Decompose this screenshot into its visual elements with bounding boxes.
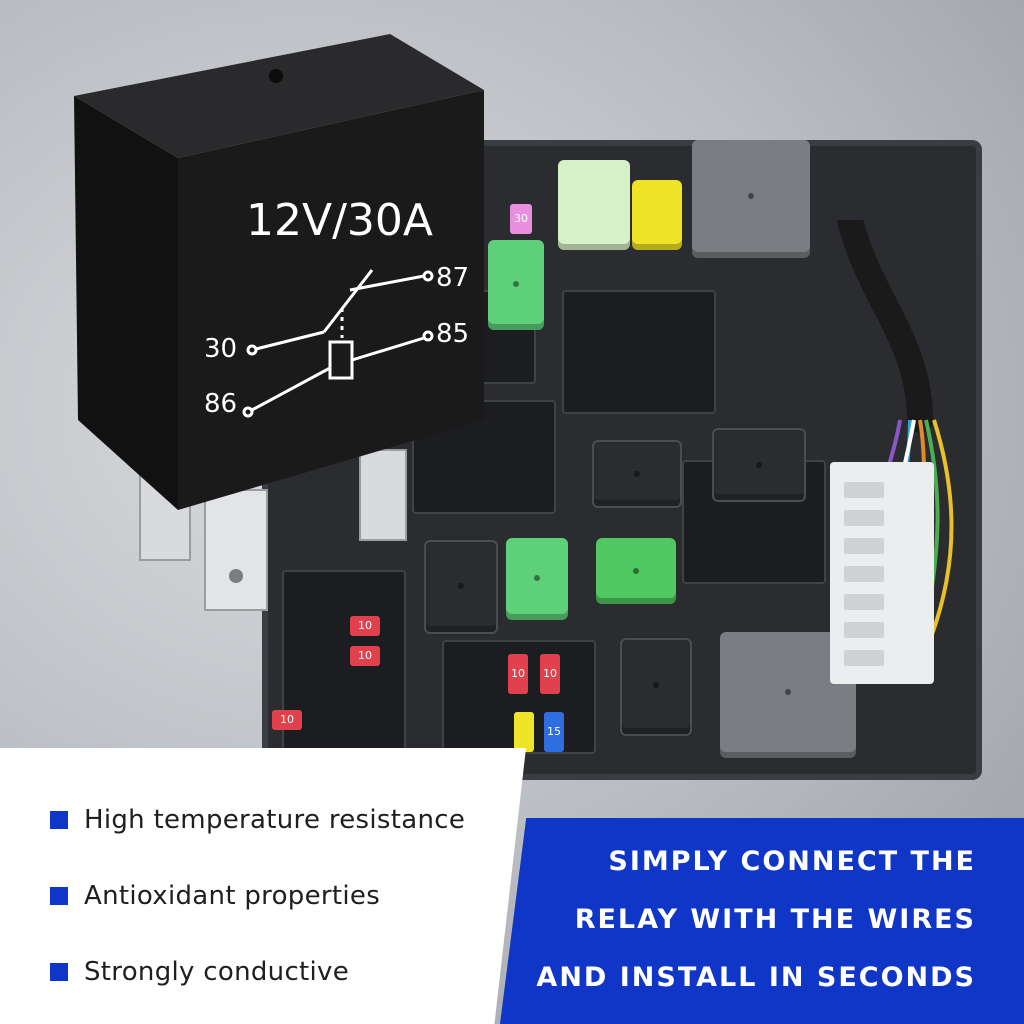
- fuse-10a: 10: [540, 654, 560, 694]
- terminal-30-label: 30: [204, 334, 237, 364]
- headline-line-1: SIMPLY CONNECT THE: [608, 846, 976, 877]
- feature-text: Antioxidant properties: [84, 881, 381, 911]
- fuse-15a: 15: [544, 712, 564, 752]
- feature-text: Strongly conductive: [84, 957, 350, 987]
- square-bullet-icon: [50, 963, 68, 981]
- relay-rating: 12V/30A: [246, 195, 433, 246]
- fuse-10a: 10: [272, 710, 302, 730]
- fuse-30a: 30: [510, 204, 532, 234]
- fuse-yellow: [514, 712, 534, 752]
- black-relay: [712, 428, 806, 502]
- green-relay: [506, 538, 568, 620]
- black-relay: [424, 540, 498, 634]
- square-bullet-icon: [50, 811, 68, 829]
- black-relay: [620, 638, 692, 736]
- square-bullet-icon: [50, 887, 68, 905]
- feature-text: High temperature resistance: [84, 805, 466, 835]
- black-relay: [592, 440, 682, 508]
- grey-relay: [692, 140, 810, 258]
- feature-item: High temperature resistance: [50, 800, 465, 840]
- relay-circuit-diagram: [242, 269, 434, 418]
- fuse-slot: [282, 570, 406, 754]
- maxi-fuse: [558, 160, 630, 250]
- terminal-86-label: 86: [204, 389, 237, 419]
- fuse-10a: 10: [508, 654, 528, 694]
- feature-panel: [0, 748, 526, 1024]
- fuse-slot: [562, 290, 716, 414]
- fuse-10a: 10: [350, 646, 380, 666]
- headline-panel: [500, 818, 1024, 1024]
- relay-pin: [204, 489, 268, 611]
- headline-line-2: RELAY WITH THE WIRES: [574, 904, 976, 935]
- terminal-85-label: 85: [436, 319, 469, 349]
- feature-item: Antioxidant properties: [50, 876, 380, 916]
- wire-connector: [830, 462, 934, 684]
- relay: 12V/30A 30 87 85 86: [74, 34, 484, 611]
- green-relay: [488, 240, 544, 330]
- fuse-10a: 10: [350, 616, 380, 636]
- yellow-fuse: [632, 180, 682, 250]
- relay-pin: [359, 449, 407, 541]
- feature-item: Strongly conductive: [50, 952, 349, 992]
- terminal-87-label: 87: [436, 263, 469, 293]
- headline-line-3: AND INSTALL IN SECONDS: [536, 962, 976, 993]
- green-relay: [596, 538, 676, 604]
